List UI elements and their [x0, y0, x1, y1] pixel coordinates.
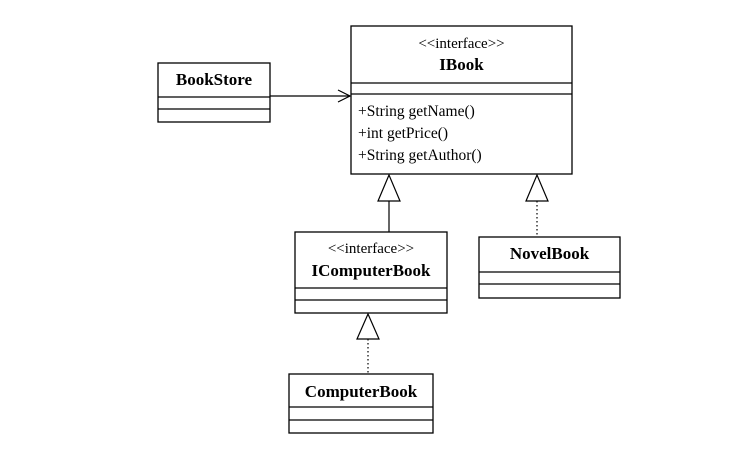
computerbook-name: ComputerBook	[305, 382, 418, 401]
ibook-method-getauthor: +String getAuthor()	[358, 147, 482, 164]
class-ibook[interactable]: <<interface>> IBook +String getName() +i…	[350, 25, 573, 175]
realization-novelbook-ibook[interactable]	[525, 173, 549, 237]
ibook-stereotype: <<interface>>	[418, 36, 504, 52]
icomputerbook-name: IComputerBook	[311, 261, 431, 280]
class-novelbook[interactable]: NovelBook	[478, 236, 621, 299]
icomputerbook-stereotype: <<interface>>	[328, 241, 414, 257]
bookstore-box	[157, 62, 271, 123]
generalization-triangle	[377, 173, 401, 202]
association-bookstore-ibook[interactable]	[270, 89, 352, 103]
novelbook-name: NovelBook	[510, 244, 590, 263]
novelbook-box	[478, 236, 621, 299]
class-computerbook[interactable]: ComputerBook	[288, 373, 434, 434]
ibook-method-getname: +String getName()	[358, 103, 475, 120]
class-icomputerbook[interactable]: <<interface>> IComputerBook	[294, 231, 448, 314]
generalization-icomputerbook-ibook[interactable]	[377, 173, 401, 232]
ibook-name: IBook	[439, 55, 484, 74]
computerbook-box	[288, 373, 434, 434]
bookstore-name: BookStore	[176, 70, 253, 89]
association-arrowhead	[337, 89, 352, 103]
ibook-box	[350, 25, 573, 175]
realization-triangle	[356, 312, 380, 340]
realization-computerbook-icomputerbook[interactable]	[356, 312, 380, 374]
class-bookstore[interactable]: BookStore	[157, 62, 271, 123]
realization-triangle	[525, 173, 549, 202]
ibook-method-getprice: +int getPrice()	[358, 125, 448, 142]
